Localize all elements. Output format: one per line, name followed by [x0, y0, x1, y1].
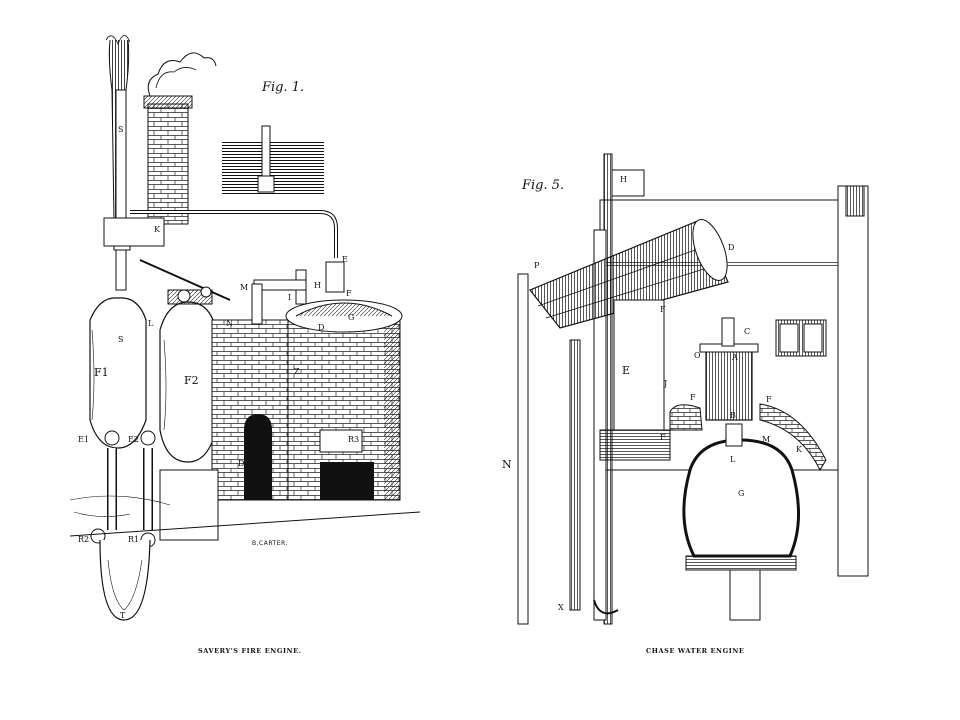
label-f2: F — [690, 393, 696, 402]
label-f1: F1 — [94, 366, 109, 379]
label-f4: F — [766, 395, 772, 404]
label-d1: D — [318, 323, 324, 332]
label-x: X — [558, 603, 564, 612]
label-j: J — [663, 379, 667, 388]
engraver-signature: B.CARTER. — [252, 540, 288, 547]
label-d: D — [728, 243, 734, 252]
label-f3: F — [660, 433, 666, 442]
label-p: P — [534, 261, 540, 270]
label-n: N — [502, 458, 512, 471]
label-g: G — [348, 313, 354, 322]
label-h: H — [620, 175, 627, 184]
boiler-valves — [251, 261, 345, 325]
savery-fire-engine-engraving: S S K L M N I E F H D D G R3 Z F1 F2 E1 … — [69, 35, 421, 621]
cylinder — [699, 317, 759, 421]
label-r1: R1 — [128, 535, 139, 544]
label-o: O — [694, 351, 701, 360]
fig5-title: Fig. 5. — [522, 178, 565, 193]
label-e: E — [342, 255, 348, 264]
lower-pipework — [90, 430, 219, 621]
fig1-title: Fig. 1. — [262, 80, 305, 95]
boiler-brick — [285, 299, 403, 501]
label-m: M — [762, 435, 770, 444]
cistern — [613, 299, 665, 431]
brick-furnace-left — [211, 319, 291, 501]
chase-water-engine-engraving: N E C O D A B F F F F G J M L H K X P — [502, 153, 869, 625]
receiver-f1 — [89, 297, 147, 449]
label-d2: D — [238, 459, 244, 468]
label-l: L — [148, 319, 154, 328]
label-f: F — [346, 289, 352, 298]
foundation — [599, 429, 671, 461]
label-r3: R3 — [348, 435, 359, 444]
label-g: G — [738, 489, 744, 498]
label-n: N — [226, 319, 233, 328]
label-r2: R2 — [78, 535, 89, 544]
label-a: A — [731, 353, 738, 362]
label-f1: F — [660, 305, 666, 314]
label-e2: E2 — [128, 435, 139, 444]
label-l: L — [730, 455, 736, 464]
label-f2: F2 — [184, 374, 199, 387]
label-b: B — [730, 411, 736, 420]
label-k: K — [154, 225, 161, 234]
brick-chimney — [143, 52, 217, 225]
fig5-labels: N E C O D A B F F F F G J M L H K X P — [502, 175, 803, 612]
label-e: E — [622, 364, 630, 377]
chase-boiler — [669, 403, 827, 621]
label-k: K — [796, 445, 803, 454]
label-m: M — [240, 283, 248, 292]
fig5-caption: CHASE WATER ENGINE — [646, 647, 745, 655]
beam-tube — [529, 219, 729, 329]
label-s-mid: S — [118, 335, 123, 344]
ground-line — [69, 511, 421, 537]
label-c: C — [744, 327, 750, 336]
pump-rods — [517, 229, 619, 625]
label-h: H — [314, 281, 321, 290]
label-e1: E1 — [78, 435, 89, 444]
label-t: T — [120, 611, 126, 620]
valve-gear — [139, 259, 231, 305]
fig1-labels: S S K L M N I E F H D D G R3 Z F1 F2 E1 … — [78, 125, 359, 620]
ground-hatching — [69, 495, 171, 517]
label-s-top: S — [118, 125, 123, 134]
label-i: I — [288, 293, 291, 302]
steam-main-pipe — [103, 210, 338, 258]
water-inset — [222, 125, 324, 196]
fig1-caption: SAVERY'S FIRE ENGINE. — [198, 647, 302, 655]
stack-pipe — [105, 35, 131, 291]
label-z: Z — [294, 367, 300, 376]
